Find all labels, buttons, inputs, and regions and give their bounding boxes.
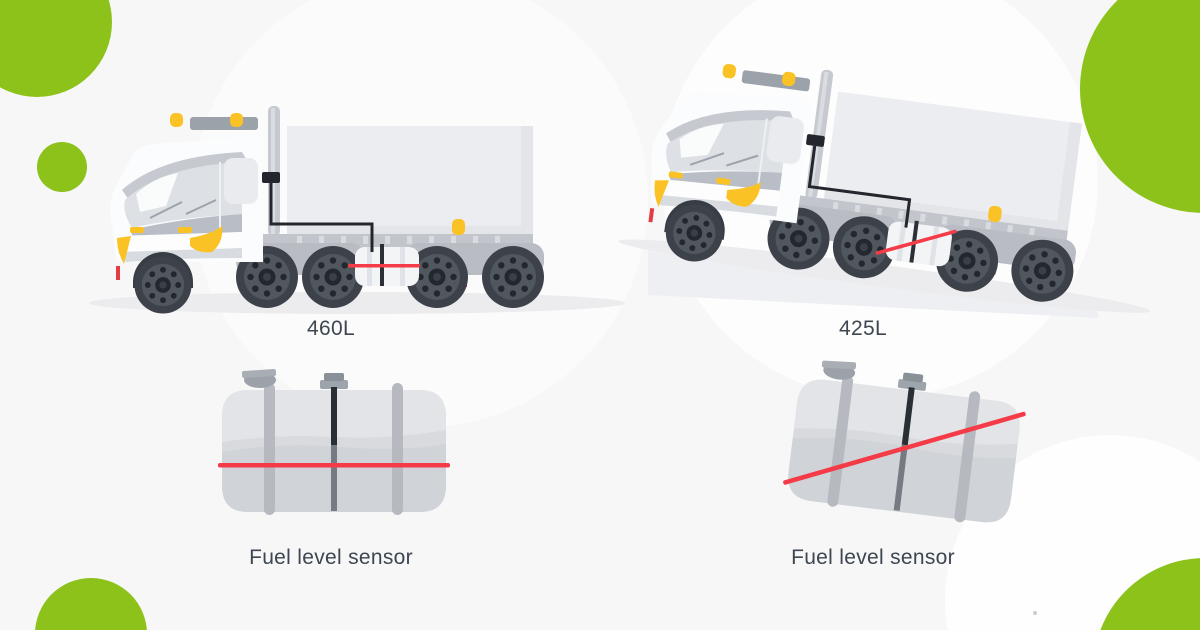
decorative-circle-green-top-left-large [0,0,112,97]
decorative-dot [1033,611,1037,615]
decorative-circle-green-top-right [1080,0,1200,213]
truck-incline-illustration [617,46,1176,322]
decorative-circle-green-top-left-small [37,142,87,192]
fuel-level-line-tank-flat [218,463,450,468]
truck-incline-volume-label: 425L [839,317,887,340]
decorative-circle-green-bottom-left [35,578,147,630]
fuel-level-line-tank-tilted [783,411,1026,485]
decorative-circle-green-bottom-right [1100,558,1200,630]
truck-level-illustration [89,106,625,314]
fuel-tank-tilted-illustration [783,355,1026,529]
fuel-level-line-truck-incline [875,229,957,255]
fuel-level-line-truck-flat [348,264,420,268]
fuel-tank-level-illustration [218,368,450,515]
truck-flat-volume-label: 460L [307,317,355,340]
fuel-sensor-label-right: Fuel level sensor [791,546,955,569]
fuel-sensor-label-left: Fuel level sensor [249,546,413,569]
